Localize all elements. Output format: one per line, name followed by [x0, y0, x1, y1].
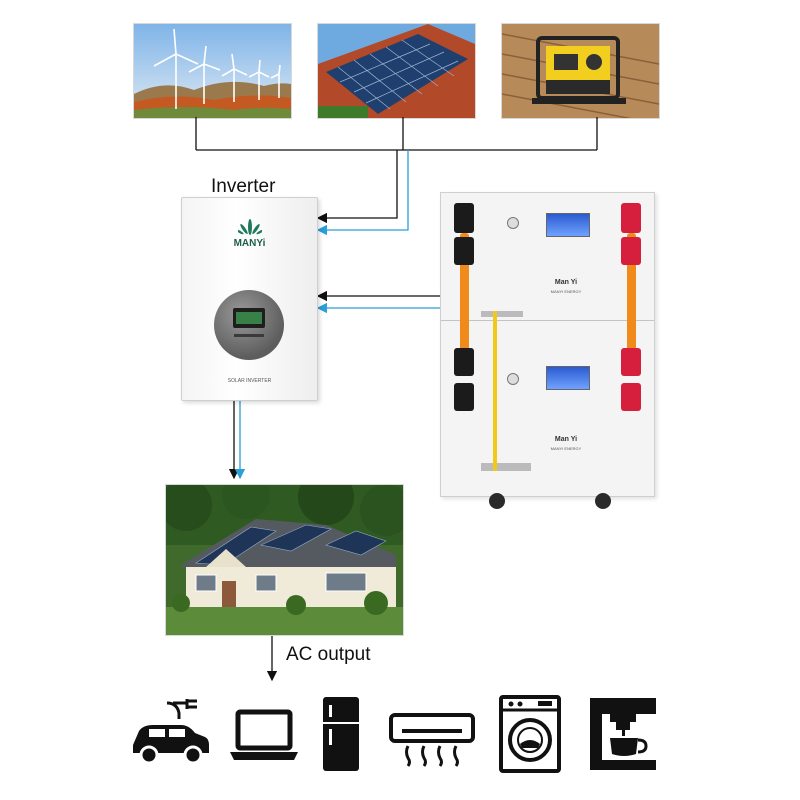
dc-input-line	[316, 150, 409, 236]
negative-terminal-top	[454, 203, 474, 233]
inverter-lcd-screen	[233, 308, 265, 328]
battery-model-top: MANYI ENERGY	[550, 289, 582, 294]
power-button-top	[507, 217, 519, 229]
positive-cable	[627, 233, 636, 351]
power-button-bottom	[507, 373, 519, 385]
battery-foot-right	[595, 493, 611, 509]
positive-terminal-bottom	[621, 383, 641, 411]
coffee-machine-icon	[590, 698, 656, 770]
battery-lcd-bottom	[546, 366, 590, 390]
source-bus-line	[195, 117, 598, 224]
inverter-panel-text: SOLAR INVERTER	[227, 378, 272, 384]
battery-brand-top: Man Yi	[554, 279, 578, 286]
laptop-icon	[230, 709, 298, 760]
inverter-label: Inverter	[211, 176, 276, 197]
battery-foot-left	[489, 493, 505, 509]
inverter-brand: MANYi	[233, 238, 266, 249]
solar-panels-photo	[317, 23, 476, 119]
negative-terminal-mid	[454, 237, 474, 265]
inverter-display-dial	[214, 290, 284, 360]
comm-cable	[493, 311, 497, 471]
battery-stack: Man Yi MANYI ENERGY Man Yi MANYI ENERGY	[440, 192, 655, 509]
positive-terminal-mid	[621, 237, 641, 265]
positive-terminal-top	[621, 203, 641, 233]
manyi-logo-icon	[238, 219, 262, 235]
comm-ports-top	[481, 311, 523, 317]
refrigerator-icon	[323, 697, 359, 771]
electric-car-icon	[133, 699, 209, 765]
battery-lcd-top	[546, 213, 590, 237]
wind-turbines-photo	[133, 23, 292, 119]
air-conditioner-icon	[389, 713, 475, 767]
washing-machine-icon	[499, 695, 561, 773]
house-photo	[165, 484, 404, 636]
negative-terminal-lower	[454, 348, 474, 376]
inverter-unit: MANYi SOLAR INVERTER	[181, 197, 318, 401]
positive-terminal-lower	[621, 348, 641, 376]
ac-output-label: AC output	[286, 644, 371, 665]
battery-brand-bottom: Man Yi	[554, 436, 578, 443]
negative-cable	[460, 233, 469, 351]
battery-model-bottom: MANYI ENERGY	[550, 446, 582, 451]
negative-terminal-bottom	[454, 383, 474, 411]
generator-photo	[501, 23, 660, 119]
comm-ports-bottom	[481, 463, 531, 471]
